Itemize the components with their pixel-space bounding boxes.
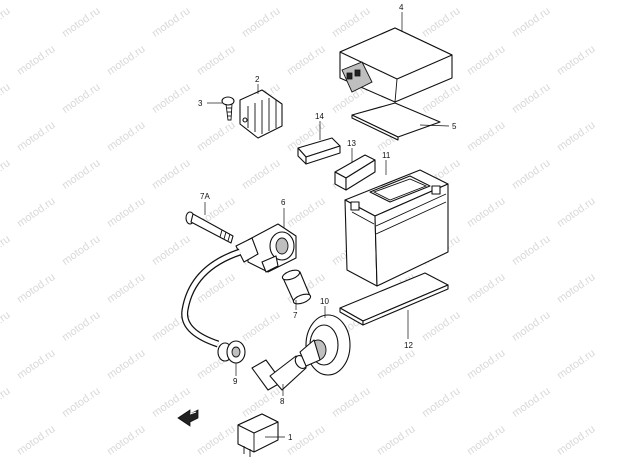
- callout-11: 11: [382, 151, 391, 160]
- leader-lines: [204, 12, 450, 438]
- part-9-grommet[interactable]: [217, 340, 246, 364]
- part-14-pad[interactable]: [297, 137, 341, 165]
- part-2-regulator[interactable]: [239, 89, 283, 139]
- callout-9: 9: [233, 377, 238, 386]
- part-12-battery-pad[interactable]: [339, 272, 449, 326]
- callout-12: 12: [404, 341, 413, 350]
- callout-10: 10: [320, 297, 329, 306]
- front-arrow-icon: [177, 409, 199, 427]
- part-13-pad[interactable]: [334, 154, 376, 191]
- callout-7a: 7A: [200, 192, 210, 201]
- callout-labels: 4 2 3 14 5 13 11 7A 6 7 10 12 9 8 1: [198, 3, 457, 442]
- callout-7: 7: [293, 311, 298, 320]
- part-3-bolt[interactable]: [221, 96, 235, 121]
- part-1-relay[interactable]: [237, 413, 279, 457]
- callout-14: 14: [315, 112, 324, 121]
- callout-2: 2: [255, 75, 260, 84]
- part-7-sleeve[interactable]: [281, 268, 312, 306]
- callout-6: 6: [281, 198, 286, 207]
- callout-13: 13: [347, 139, 356, 148]
- part-5-pad[interactable]: [351, 102, 441, 141]
- callout-4: 4: [399, 3, 404, 12]
- callout-3: 3: [198, 99, 203, 108]
- part-10-cap-cover[interactable]: [299, 314, 351, 376]
- part-11-battery[interactable]: [344, 169, 449, 287]
- part-6-ignition-coil[interactable]: [181, 223, 297, 348]
- part-7a-bolt[interactable]: [185, 211, 234, 244]
- callout-1: 1: [288, 433, 293, 442]
- part-4-control-unit[interactable]: [339, 27, 453, 103]
- part-8-plug-cap[interactable]: [251, 353, 309, 391]
- callout-8: 8: [280, 397, 285, 406]
- callout-5: 5: [452, 122, 457, 131]
